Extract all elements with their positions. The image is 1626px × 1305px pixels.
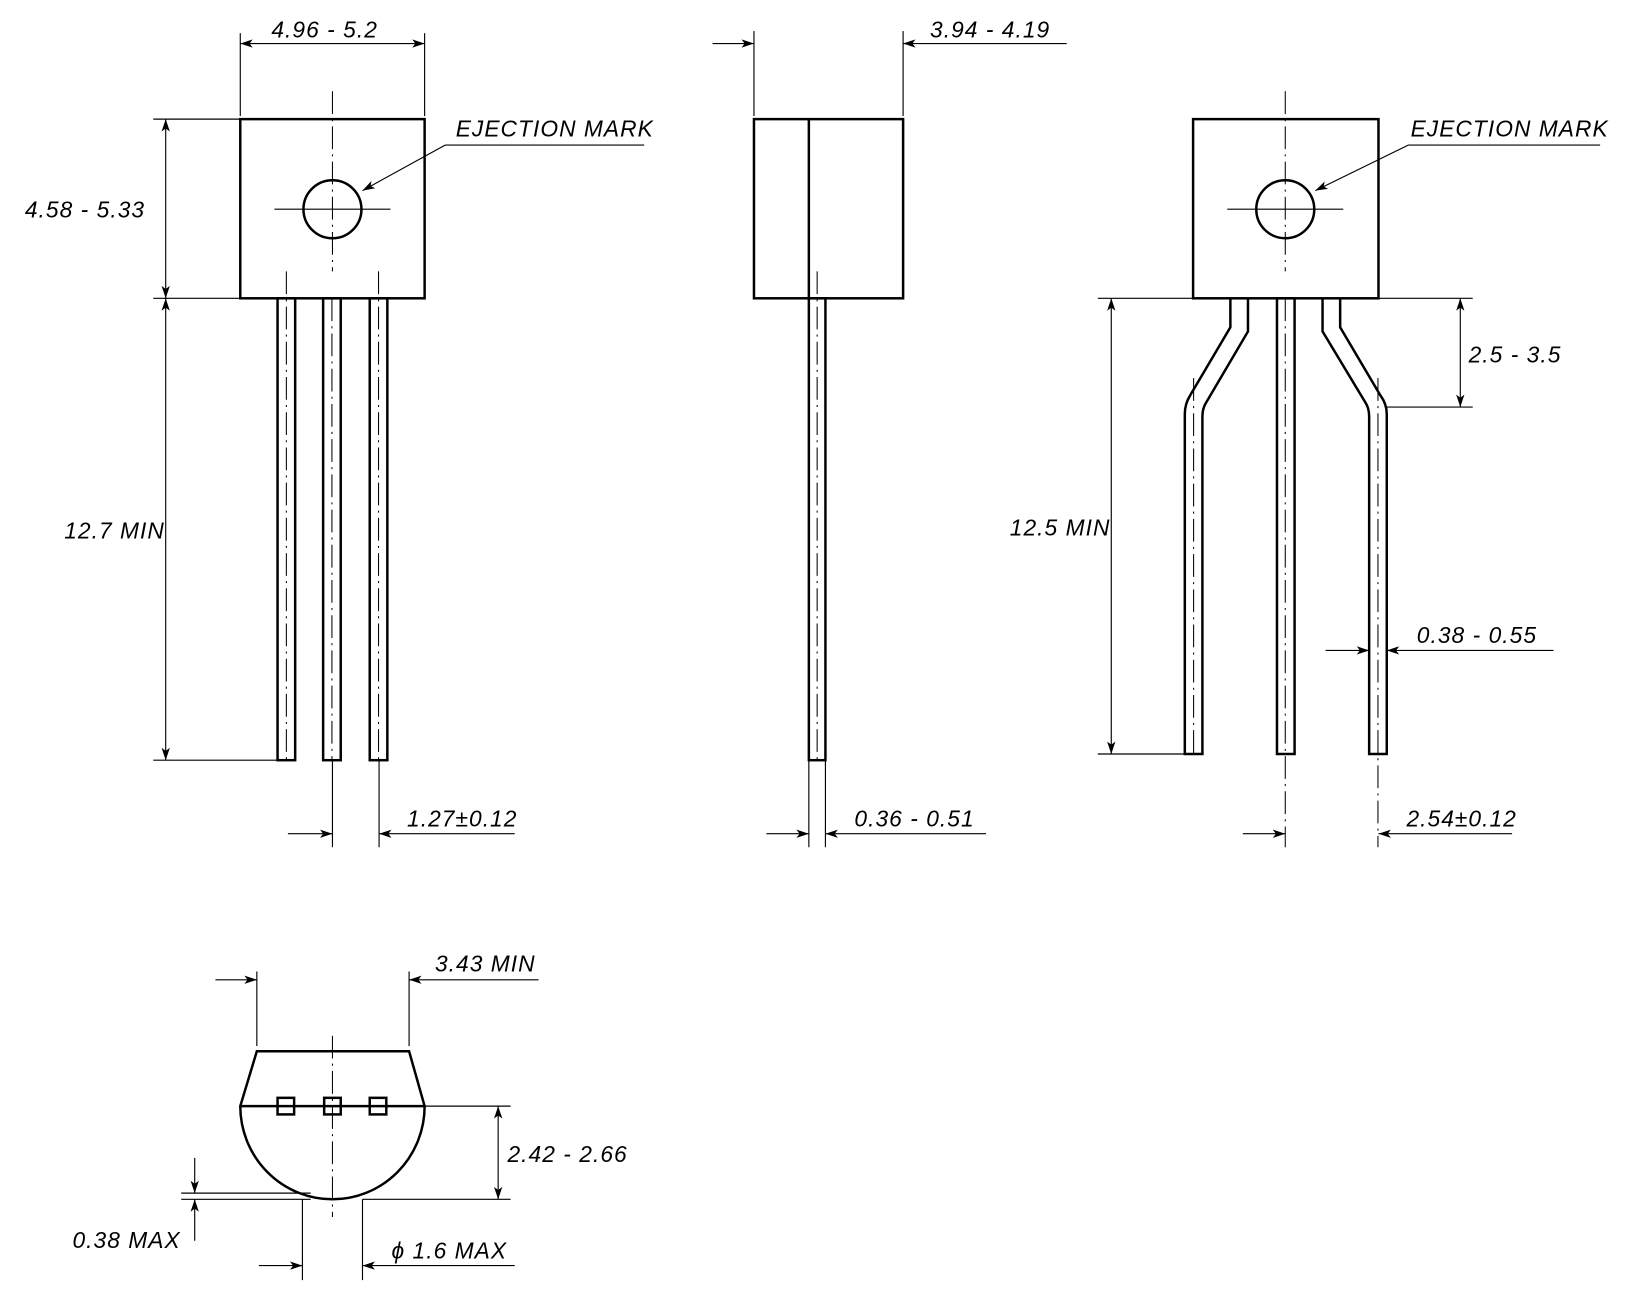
pitch-dim-label: 1.27±0.12 bbox=[407, 805, 517, 831]
lead-side bbox=[807, 297, 827, 762]
leads bbox=[276, 271, 389, 762]
package-body-side bbox=[752, 117, 905, 300]
formed-lead-view: 12.5 MIN 2.5 - 3.5 0.38 - 0.55 2.54±0.12… bbox=[1010, 91, 1610, 848]
formed-pitch-dim-label: 2.54±0.12 bbox=[1405, 805, 1516, 831]
package-outline-bottom bbox=[239, 1049, 426, 1201]
bend-dim-label: 2.5 - 3.5 bbox=[1468, 342, 1562, 368]
lead-length-dim-label: 12.7 MIN bbox=[64, 518, 165, 544]
diameter-dim-label: ϕ 1.6 MAX bbox=[391, 1237, 507, 1263]
thickness-dim-label: 3.94 - 4.19 bbox=[930, 16, 1050, 42]
side-view: 3.94 - 4.19 0.36 - 0.51 bbox=[712, 16, 1067, 848]
offset-dim-label: 0.38 MAX bbox=[72, 1227, 180, 1253]
bottom-view: 3.43 MIN 2.42 - 2.66 0.38 MAX ϕ 1.6 MAX bbox=[72, 950, 627, 1281]
lead-width-dim-label: 0.38 - 0.55 bbox=[1417, 622, 1537, 648]
width-dim-label: 4.96 - 5.2 bbox=[271, 16, 378, 42]
formed-lead-length-dim-label: 12.5 MIN bbox=[1010, 514, 1111, 540]
lead-thickness-dim-label: 0.36 - 0.51 bbox=[854, 805, 974, 831]
depth-dim-label: 2.42 - 2.66 bbox=[506, 1141, 627, 1167]
flat-width-dim-label: 3.43 MIN bbox=[435, 950, 536, 976]
front-view: 4.96 - 5.2 4.58 - 5.33 12.7 MIN 1.27±0.1… bbox=[25, 16, 655, 848]
ejection-mark-label: EJECTION MARK bbox=[456, 116, 655, 142]
formed-leads bbox=[1183, 297, 1389, 848]
ejection-mark-label-formed: EJECTION MARK bbox=[1411, 116, 1610, 142]
height-dim-label: 4.58 - 5.33 bbox=[25, 197, 145, 223]
